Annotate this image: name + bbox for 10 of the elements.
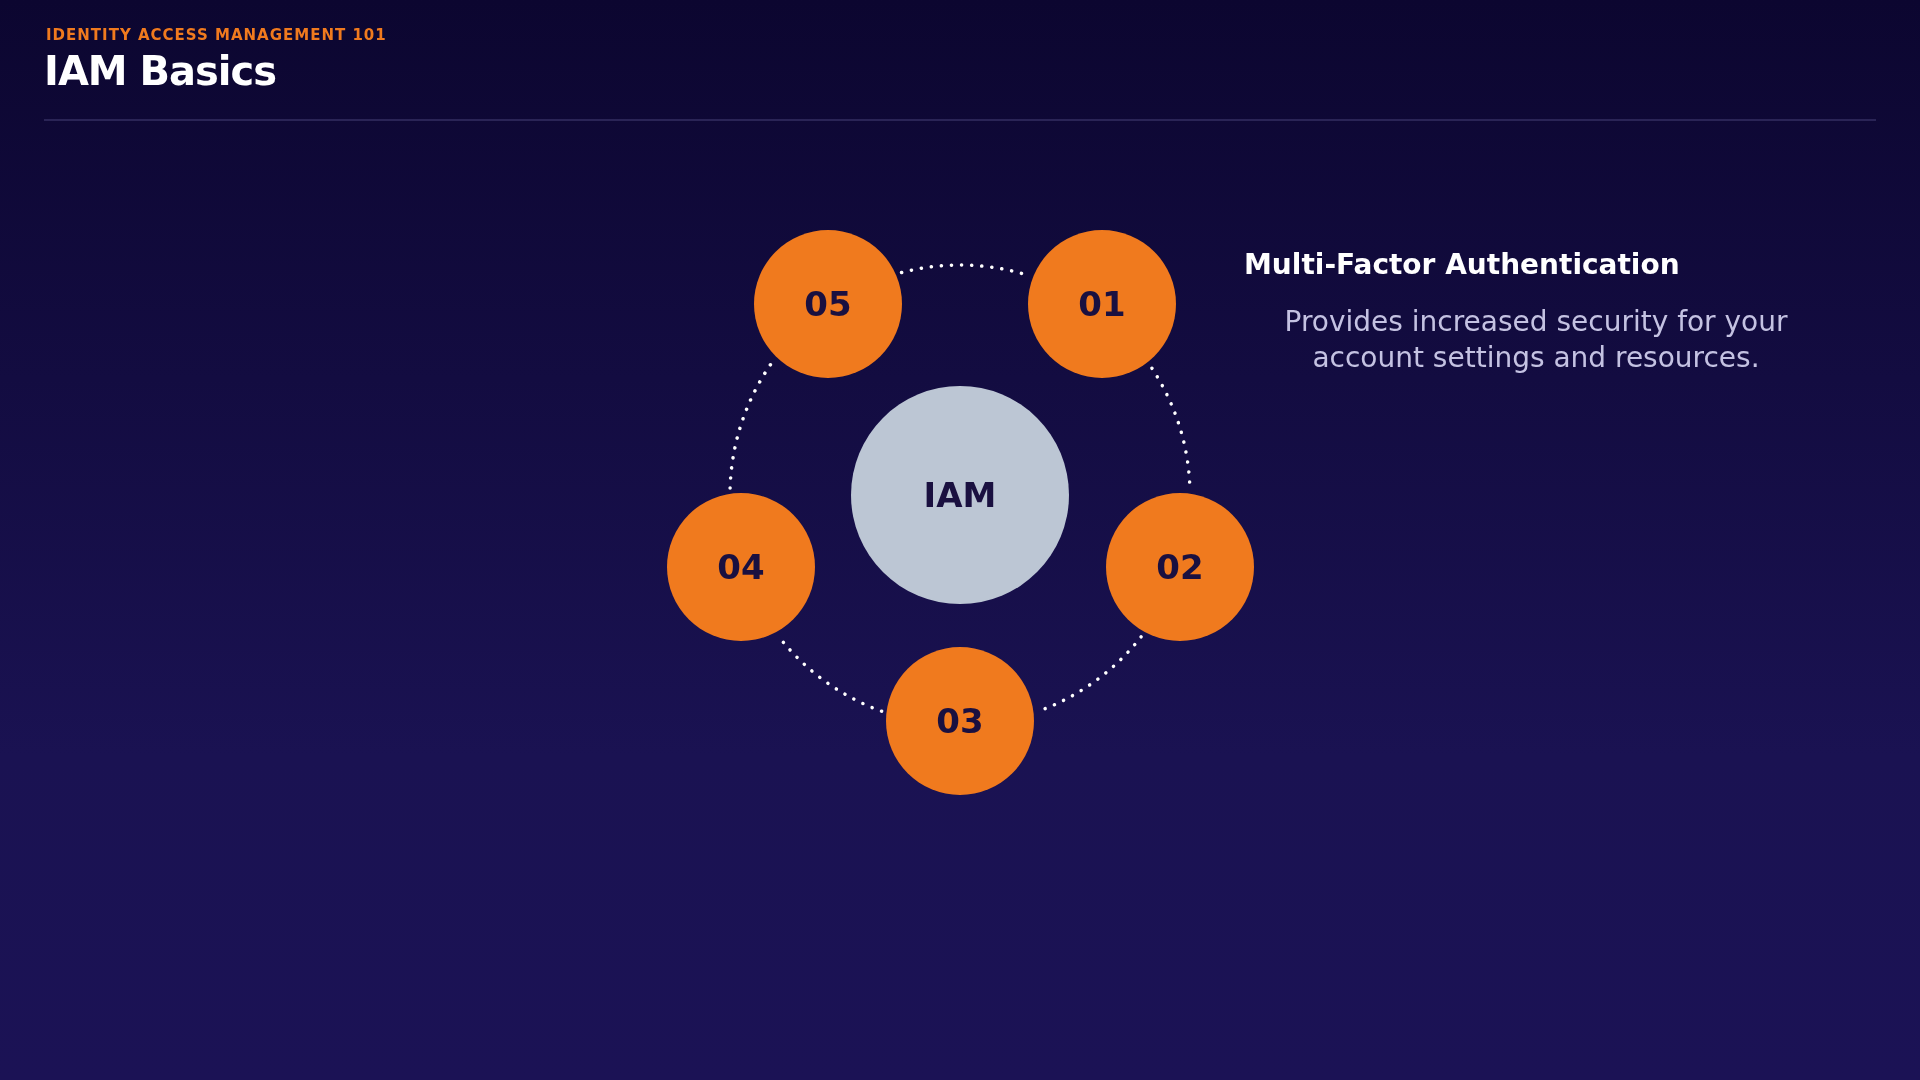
step-number: 04 — [717, 547, 765, 587]
step-number: 03 — [936, 701, 984, 741]
feature-heading: Multi-Factor Authentication — [1244, 248, 1680, 281]
step-number: 02 — [1156, 547, 1204, 587]
step-number: IAM — [923, 475, 997, 515]
step-number: 05 — [804, 284, 852, 324]
step-number: 01 — [1078, 284, 1126, 324]
section-kicker: IDENTITY ACCESS MANAGEMENT 101 — [46, 26, 387, 44]
feature-description: Provides increased security for your account settings and resources. — [1283, 304, 1789, 376]
slide-title: IAM Basics — [44, 48, 277, 94]
